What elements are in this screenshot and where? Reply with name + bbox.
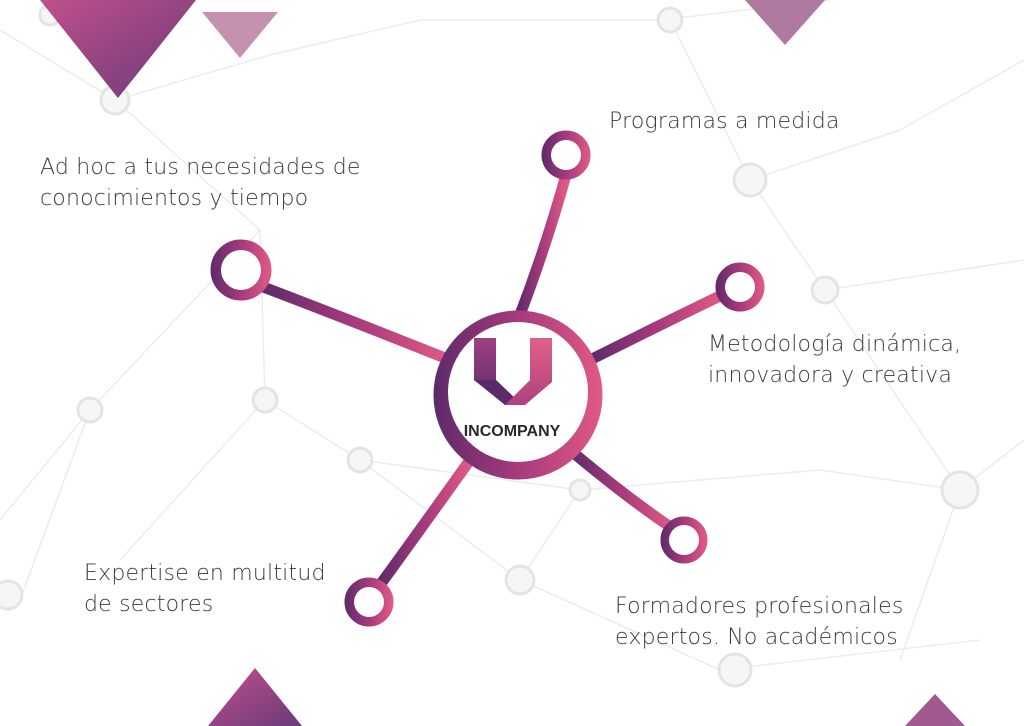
feature-line: de sectores xyxy=(84,592,214,617)
feature-programas: Programas a medida xyxy=(609,106,840,137)
node-metodologia xyxy=(725,272,755,302)
node-formadores xyxy=(669,525,699,555)
feature-formadores: Formadores profesionales expertos. No aca… xyxy=(615,591,904,653)
node-adhoc xyxy=(221,250,261,290)
triangle-decor xyxy=(905,694,965,726)
node-expertise xyxy=(354,587,384,617)
logo-v-icon xyxy=(474,338,552,405)
feature-expertise: Expertise en multitud de sectores xyxy=(84,558,326,620)
triangle-decor xyxy=(202,12,278,58)
feature-line: Ad hoc a tus necesidades de xyxy=(40,155,361,180)
logo-text: INCOMPANY xyxy=(464,423,561,440)
feature-line: Expertise en multitud xyxy=(84,561,326,586)
triangle-decor xyxy=(40,0,196,98)
feature-line: Programas a medida xyxy=(609,109,840,134)
decor-triangles xyxy=(40,0,965,726)
feature-line: innovadora y creativa xyxy=(708,363,953,388)
feature-line: conocimientos y tiempo xyxy=(40,186,309,211)
feature-line: Formadores profesionales xyxy=(615,594,904,619)
background-network xyxy=(0,0,1024,688)
feature-line: Metodología dinámica, xyxy=(708,332,962,357)
triangle-decor xyxy=(208,668,302,726)
feature-line: expertos. No académicos xyxy=(615,625,898,650)
feature-metodologia: Metodología dinámica, innovadora y creati… xyxy=(708,329,961,391)
feature-adhoc: Ad hoc a tus necesidades de conocimientos… xyxy=(40,152,361,214)
node-programas xyxy=(551,140,581,170)
triangle-decor xyxy=(745,0,825,45)
